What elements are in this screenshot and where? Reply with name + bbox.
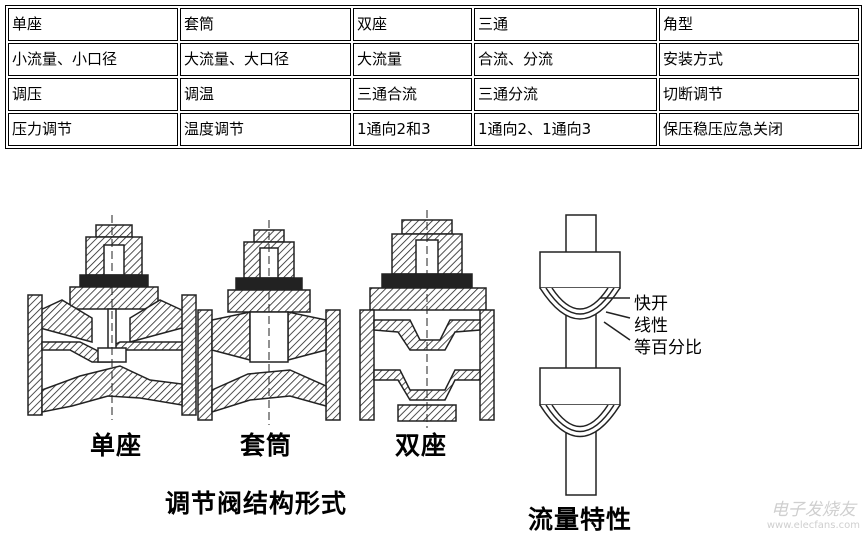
table-cell: 小流量、小口径 (8, 43, 178, 76)
table-row: 调压 调温 三通合流 三通分流 切断调节 (8, 78, 859, 111)
table-cell: 大流量、大口径 (180, 43, 351, 76)
watermark: 电子发烧友 www.elecfans.com (767, 502, 860, 534)
table-cell: 1通向2、1通向3 (474, 113, 657, 146)
valve-structure-caption: 调节阀结构形式 (165, 489, 348, 518)
sleeve-valve-drawing (197, 220, 341, 425)
table-cell: 三通分流 (474, 78, 657, 111)
flow-characteristic-drawing (539, 214, 631, 496)
table-cell: 合流、分流 (474, 43, 657, 76)
table-cell: 切断调节 (659, 78, 859, 111)
table-row: 单座 套筒 双座 三通 角型 (8, 8, 859, 41)
table-cell: 三通 (474, 8, 657, 41)
table-cell: 调压 (8, 78, 178, 111)
table-cell: 温度调节 (180, 113, 351, 146)
table-cell: 双座 (353, 8, 472, 41)
table-cell: 大流量 (353, 43, 472, 76)
sleeve-label: 套筒 (240, 431, 293, 460)
table-row: 压力调节 温度调节 1通向2和3 1通向2、1通向3 保压稳压应急关闭 (8, 113, 859, 146)
double-seat-valve-drawing (359, 210, 495, 428)
table-cell: 调温 (180, 78, 351, 111)
equal-percentage-label: 等百分比 (634, 338, 702, 358)
table-cell: 1通向2和3 (353, 113, 472, 146)
linear-label: 线性 (634, 316, 668, 336)
flow-characteristic-caption: 流量特性 (528, 505, 633, 534)
table-cell: 三通合流 (353, 78, 472, 111)
quick-opening-label: 快开 (634, 294, 668, 314)
table-cell: 单座 (8, 8, 178, 41)
table-row: 小流量、小口径 大流量、大口径 大流量 合流、分流 安装方式 (8, 43, 859, 76)
valve-structure-figure: 单座 套筒 双座 调节阀结构形式 流量特性 快开 线性 等百分比 电子发烧友 w… (0, 200, 868, 538)
table-cell: 安装方式 (659, 43, 859, 76)
double-seat-label: 双座 (395, 431, 448, 460)
table-cell: 保压稳压应急关闭 (659, 113, 859, 146)
single-seat-valve-drawing (27, 215, 197, 420)
watermark-text: 电子发烧友 (770, 500, 856, 520)
table-cell: 压力调节 (8, 113, 178, 146)
table-cell: 套筒 (180, 8, 351, 41)
watermark-url: www.elecfans.com (766, 520, 860, 531)
valve-type-table: 单座 套筒 双座 三通 角型 小流量、小口径 大流量、大口径 大流量 合流、分流… (5, 5, 862, 149)
single-seat-label: 单座 (90, 431, 143, 460)
table-cell: 角型 (659, 8, 859, 41)
valve-drawings (27, 210, 631, 496)
